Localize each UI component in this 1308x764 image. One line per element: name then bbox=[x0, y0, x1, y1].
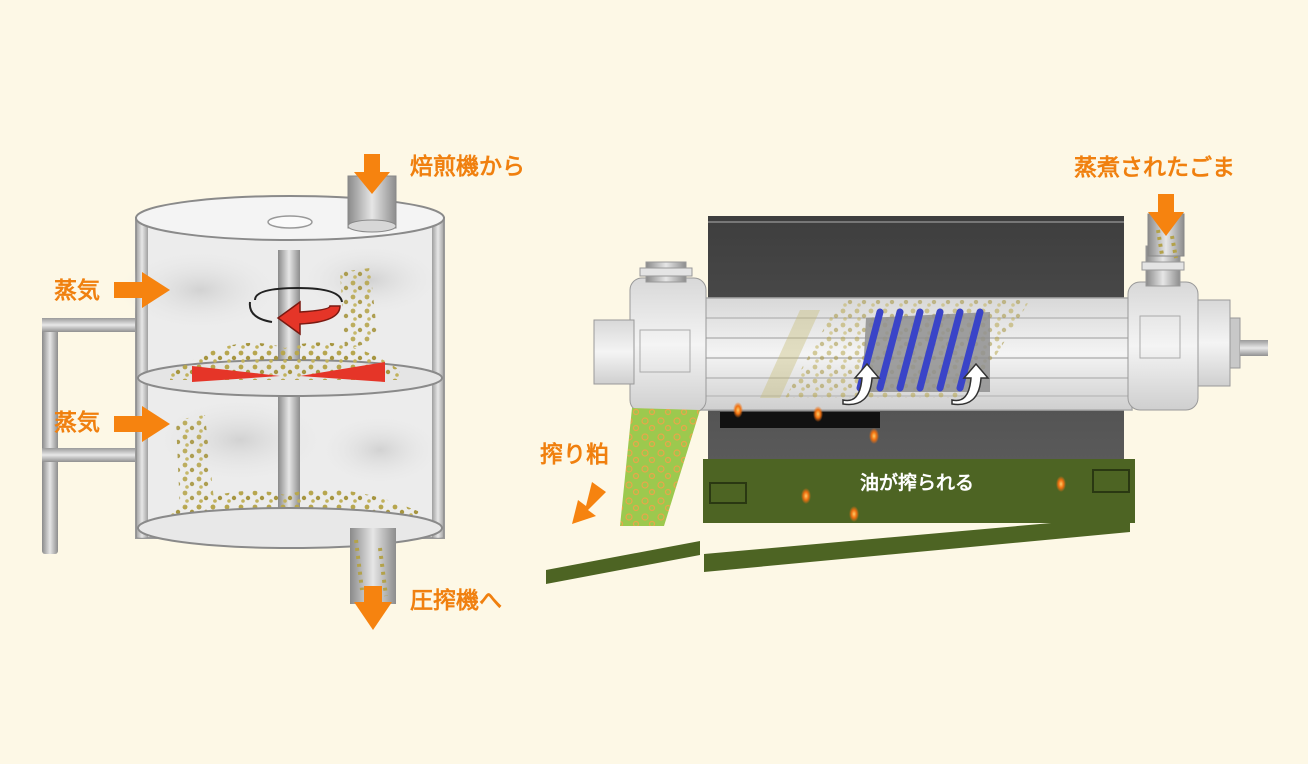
label-from-roaster: 焙煎機から bbox=[410, 154, 525, 180]
arrow-right-icon bbox=[114, 272, 170, 308]
oil-drips bbox=[733, 402, 1066, 522]
flow-arrow-icon bbox=[842, 362, 990, 406]
arrow-down-icon bbox=[354, 586, 392, 630]
screw-shaft bbox=[856, 308, 990, 392]
arrow-down-icon bbox=[354, 154, 390, 194]
left-end-cap bbox=[593, 261, 707, 413]
kettle-bottom bbox=[137, 507, 443, 549]
steam-pipe bbox=[42, 318, 150, 554]
ground-line-left bbox=[546, 541, 700, 584]
discharge-slot bbox=[720, 412, 880, 428]
press-arrows bbox=[572, 194, 1184, 524]
label-press-cake: 搾り粕 bbox=[540, 442, 609, 468]
ground-line-right bbox=[704, 516, 1130, 572]
label-steam-top: 蒸気 bbox=[54, 278, 100, 304]
rotation-arrow-icon bbox=[248, 286, 343, 336]
label-steamed-sesame: 蒸煮されたごま bbox=[1074, 155, 1235, 181]
stirring-blade-upper bbox=[192, 366, 280, 382]
label-steam-bottom: 蒸気 bbox=[54, 410, 100, 436]
cake-arrow-icon bbox=[572, 482, 606, 524]
screw-press bbox=[546, 213, 1268, 584]
steaming-kettle bbox=[42, 175, 445, 604]
arrow-down-icon bbox=[1148, 194, 1184, 236]
right-end-cap bbox=[1127, 245, 1268, 411]
press-cake-chute bbox=[620, 408, 700, 526]
label-to-press: 圧搾機へ bbox=[410, 588, 502, 614]
arrow-right-icon bbox=[114, 406, 170, 442]
label-oil-pressed: 油が搾られる bbox=[860, 472, 975, 494]
kettle-arrows bbox=[114, 154, 392, 630]
